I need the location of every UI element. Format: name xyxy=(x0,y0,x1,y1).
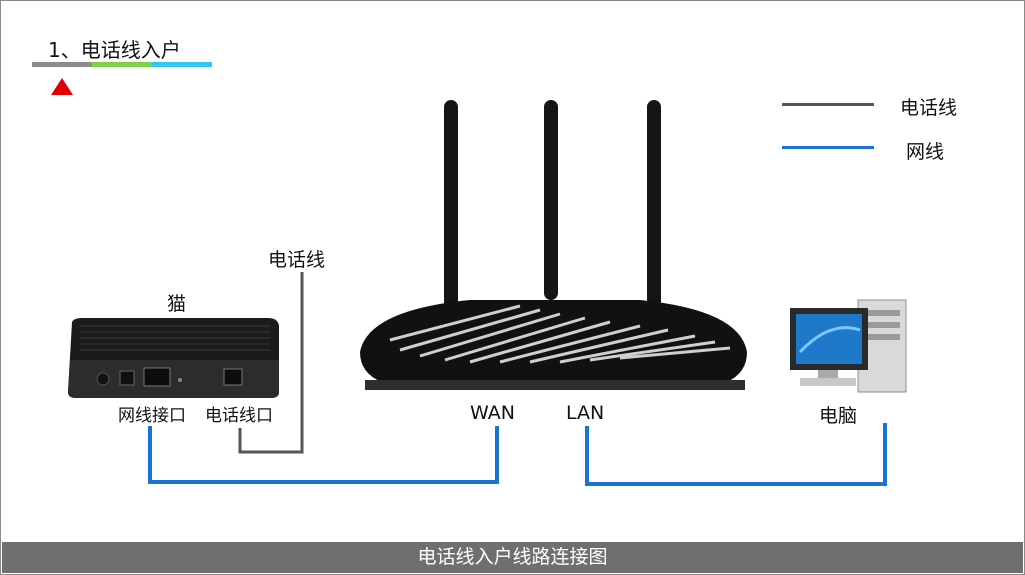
tab-segment-1[interactable] xyxy=(32,62,92,67)
step-title: 1、电话线入户 xyxy=(48,38,181,62)
lan-to-computer-cable xyxy=(585,423,887,486)
router-lan-port-label: LAN xyxy=(566,402,605,424)
current-step-pointer-icon xyxy=(51,78,73,95)
legend-phone-line-swatch xyxy=(782,103,874,106)
diagram-caption: 电话线入户线路连接图 xyxy=(2,542,1023,573)
computer-icon xyxy=(790,299,907,393)
legend-phone-line-label: 电话线 xyxy=(900,97,958,119)
legend-network-cable-swatch xyxy=(782,146,874,149)
modem-label: 猫 xyxy=(167,293,187,315)
modem-phone-port-label: 电话线口 xyxy=(205,406,273,426)
phone-line-cable xyxy=(238,272,304,454)
tab-segment-3[interactable] xyxy=(152,62,212,67)
step-tab-bar xyxy=(32,62,212,67)
router-icon xyxy=(360,300,747,390)
router-wan-port-label: WAN xyxy=(470,402,515,424)
computer-label: 电脑 xyxy=(819,405,858,427)
legend-network-cable-label: 网线 xyxy=(906,141,945,163)
tab-segment-2[interactable] xyxy=(92,62,152,67)
modem-icon xyxy=(68,318,279,398)
modem-network-port-label: 网线接口 xyxy=(118,406,186,426)
modem-to-wan-cable xyxy=(148,426,499,484)
router-antennas-icon xyxy=(444,100,661,310)
phone-line-label: 电话线 xyxy=(268,249,326,271)
